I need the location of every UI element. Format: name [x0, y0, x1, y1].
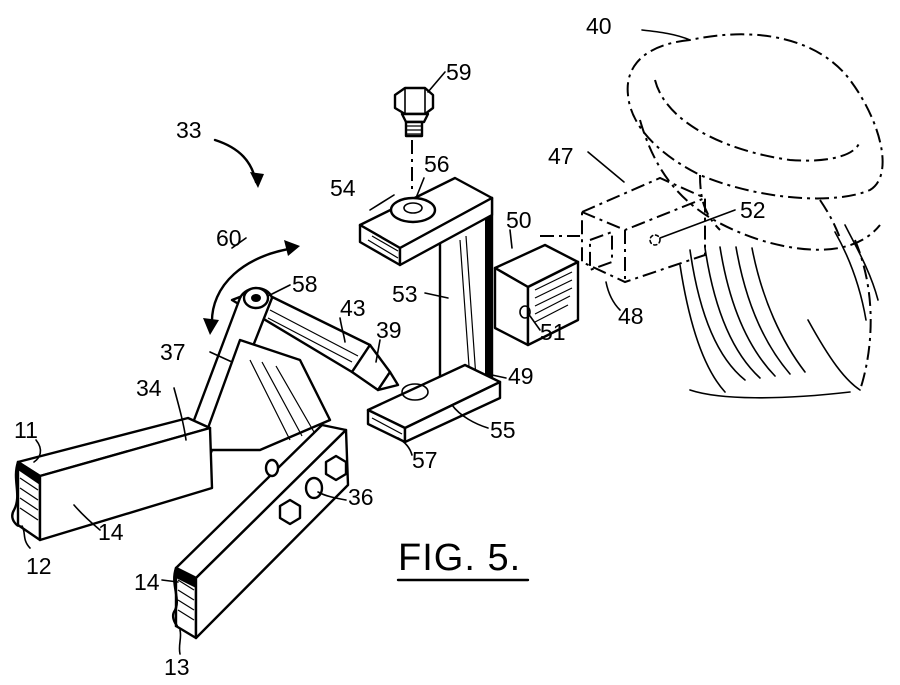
- figure-caption: FIG. 5.: [398, 537, 528, 580]
- label-40: 40: [586, 13, 612, 39]
- bolt-head-lower: [280, 500, 300, 524]
- label-50: 50: [506, 207, 532, 233]
- label-13: 13: [164, 654, 190, 680]
- label-59: 59: [446, 59, 472, 85]
- arrow-33: [215, 140, 264, 188]
- label-14-right: 14: [134, 569, 160, 595]
- reference-labels: 11 12 13 14 14 33 34 36 37 39 40 43 47 4…: [14, 13, 766, 680]
- caption-text: FIG. 5.: [398, 537, 521, 579]
- label-49: 49: [508, 363, 534, 389]
- label-39: 39: [376, 317, 402, 343]
- label-60: 60: [216, 225, 242, 251]
- label-33: 33: [176, 117, 202, 143]
- label-55: 55: [490, 417, 516, 443]
- label-51: 51: [540, 319, 566, 345]
- label-54: 54: [330, 175, 356, 201]
- label-37: 37: [160, 339, 186, 365]
- label-43: 43: [340, 295, 366, 321]
- label-47: 47: [548, 143, 574, 169]
- bolt-head-upper: [326, 456, 346, 480]
- label-12: 12: [26, 553, 52, 579]
- label-34: 34: [136, 375, 162, 401]
- label-36: 36: [348, 484, 374, 510]
- label-58: 58: [292, 271, 318, 297]
- bolt-hole-36: [306, 478, 322, 498]
- label-14-left: 14: [98, 519, 124, 545]
- label-11: 11: [14, 417, 38, 443]
- c-bracket-49: [360, 178, 500, 442]
- label-57: 57: [412, 447, 438, 473]
- label-56: 56: [424, 151, 450, 177]
- label-48: 48: [618, 303, 644, 329]
- label-52: 52: [740, 197, 766, 223]
- label-53: 53: [392, 281, 418, 307]
